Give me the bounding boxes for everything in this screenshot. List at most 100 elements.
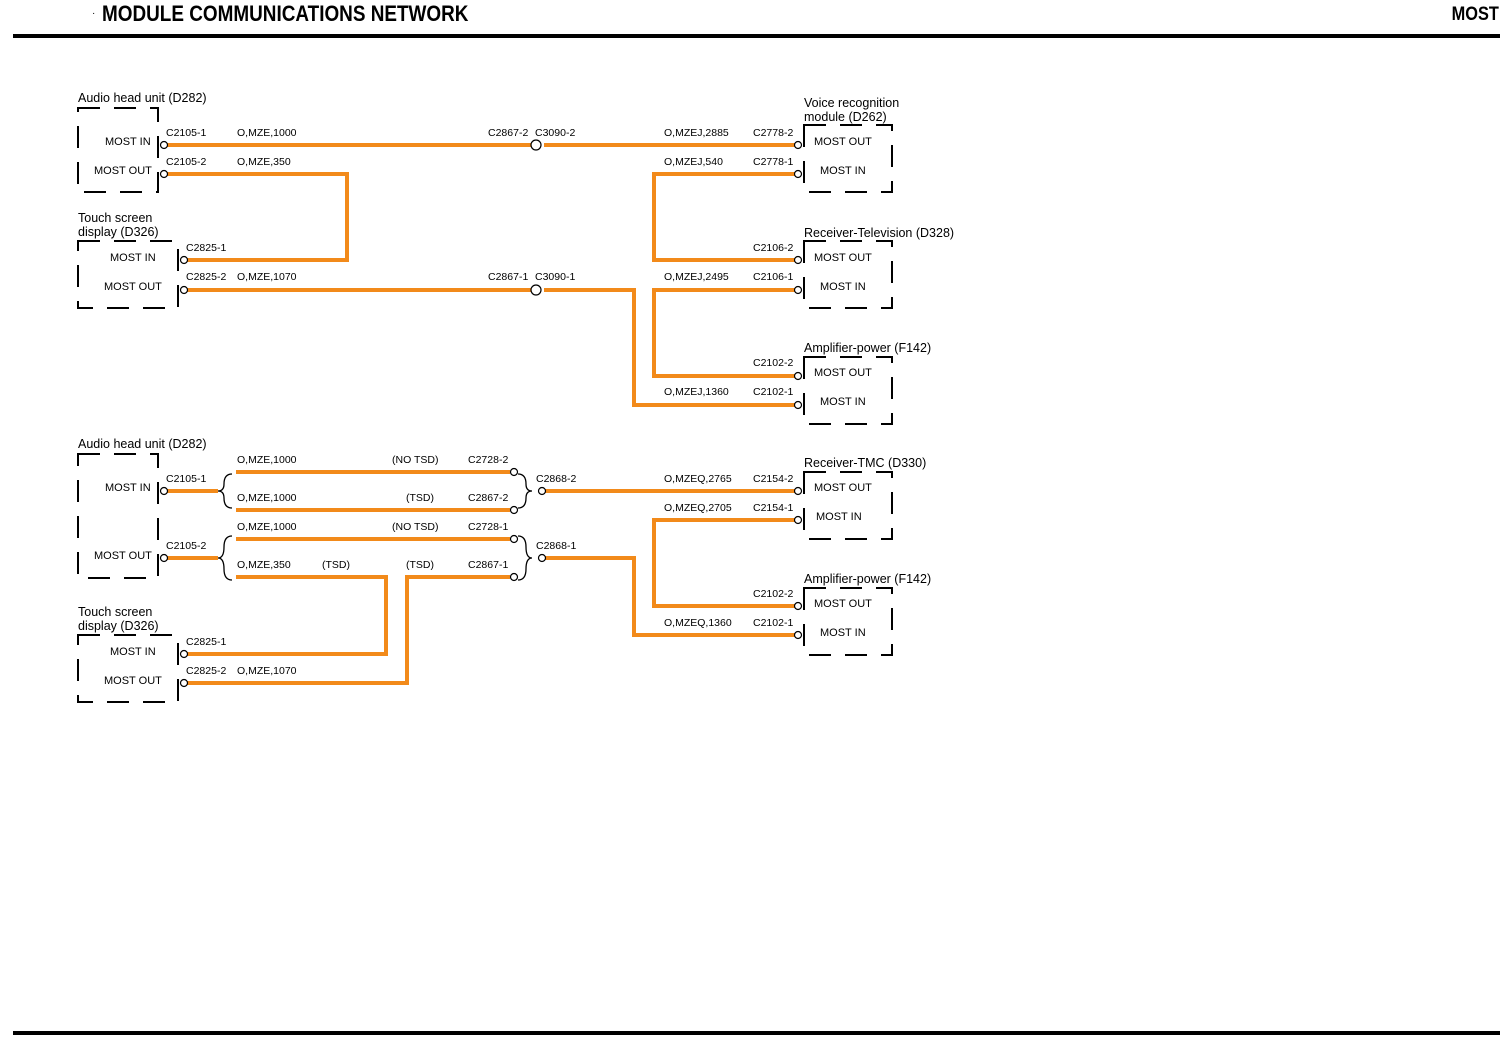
pin-label: MOST OUT: [814, 482, 872, 494]
module-title: Amplifier-power (F142): [804, 341, 931, 355]
pin-label: MOST IN: [820, 396, 866, 408]
pin-label: MOST IN: [820, 281, 866, 293]
connector-label: C2105-2: [166, 540, 206, 552]
connector-label: C2102-2: [753, 588, 793, 600]
wire-label: O,MZE,1070: [237, 665, 297, 677]
pin-label: MOST IN: [820, 165, 866, 177]
module-title: display (D326): [78, 619, 159, 633]
option-brace-icon: [217, 535, 233, 581]
option-brace-icon: [217, 473, 233, 509]
pin-terminal-icon: [793, 371, 803, 381]
wire-label: O,MZE,1000: [237, 127, 297, 139]
pin-label: MOST IN: [110, 252, 156, 264]
pin-label: MOST IN: [820, 627, 866, 639]
wire-ahu-out-to-ts-in: [162, 172, 349, 262]
connector-label: C2867-1: [488, 271, 528, 283]
module-title: Amplifier-power (F142): [804, 572, 931, 586]
touch-screen-box: [77, 240, 179, 309]
connector-label: C2867-2: [468, 492, 508, 504]
pin-terminal-icon: [179, 285, 189, 295]
wire-label: O,MZEQ,1360: [664, 617, 732, 629]
pin-terminal-icon: [159, 553, 169, 563]
module-title: Voice recognition: [804, 96, 899, 110]
pin-label: MOST IN: [110, 646, 156, 658]
page-header: · MODULE COMMUNICATIONS NETWORK MOST: [0, 0, 1505, 41]
pin-label: MOST OUT: [104, 281, 162, 293]
connector-label: C2106-2: [753, 242, 793, 254]
connector-label: C2106-1: [753, 271, 793, 283]
pin-terminal-icon: [793, 255, 803, 265]
audio-head-unit-box: [77, 107, 159, 193]
inline-connector-icon: [530, 284, 542, 296]
connector-label: C2868-2: [536, 473, 576, 485]
pin-terminal-icon: [793, 140, 803, 150]
option-label: (TSD): [322, 559, 350, 571]
connector-label: C2728-2: [468, 454, 508, 466]
audio-head-unit-box: [77, 453, 159, 579]
title-bullet: ·: [92, 8, 96, 19]
wire-label: O,MZEQ,2705: [664, 502, 732, 514]
pin-terminal-icon: [793, 169, 803, 179]
voice-recognition-box: [803, 124, 893, 193]
pin-terminal-icon: [793, 400, 803, 410]
pin-label: MOST OUT: [104, 675, 162, 687]
touch-screen-box: [77, 634, 179, 703]
pin-label: MOST IN: [105, 136, 151, 148]
connector-label: C2728-1: [468, 521, 508, 533]
connector-label: C2867-2: [488, 127, 528, 139]
pin-terminal-icon: [179, 678, 189, 688]
pin-terminal-icon: [509, 534, 519, 544]
wire-label: O,MZEJ,2495: [664, 271, 729, 283]
module-title: Receiver-TMC (D330): [804, 456, 926, 470]
module-title: Receiver-Television (D328): [804, 226, 954, 240]
amplifier-power-box: [803, 356, 893, 425]
wire-label: O,MZE,350: [237, 559, 291, 571]
pin-label: MOST OUT: [814, 367, 872, 379]
connector-label: C2105-1: [166, 127, 206, 139]
receiver-television-box: [803, 240, 893, 309]
connector-label: C2867-1: [468, 559, 508, 571]
connector-label: C2778-1: [753, 156, 793, 168]
pin-terminal-icon: [537, 553, 547, 563]
pin-terminal-icon: [509, 572, 519, 582]
wire-label: O,MZE,1000: [237, 492, 297, 504]
connector-label: C2778-2: [753, 127, 793, 139]
wire-amp-in: [544, 556, 800, 637]
connector-label: C3090-1: [535, 271, 575, 283]
pin-terminal-icon: [509, 505, 519, 515]
pin-terminal-icon: [509, 467, 519, 477]
pin-terminal-icon: [159, 169, 169, 179]
module-title: Touch screen: [78, 211, 152, 225]
pin-terminal-icon: [179, 649, 189, 659]
pin-terminal-icon: [159, 140, 169, 150]
pin-label: MOST OUT: [814, 252, 872, 264]
wire-label: O,MZEQ,2765: [664, 473, 732, 485]
pin-terminal-icon: [793, 486, 803, 496]
wire-label: O,MZEJ,1360: [664, 386, 729, 398]
pin-terminal-icon: [793, 285, 803, 295]
pin-terminal-icon: [793, 630, 803, 640]
page-title: MODULE COMMUNICATIONS NETWORK: [102, 1, 469, 26]
module-title: module (D262): [804, 110, 887, 124]
pin-terminal-icon: [793, 515, 803, 525]
pin-label: MOST OUT: [814, 598, 872, 610]
option-brace-icon: [517, 535, 533, 581]
option-label: (NO TSD): [392, 454, 438, 466]
module-title: display (D326): [78, 225, 159, 239]
bottom-diagram: Audio head unit (D282) Touch screen disp…: [77, 437, 931, 703]
pin-label: MOST IN: [816, 511, 862, 523]
connector-label: C2102-2: [753, 357, 793, 369]
module-title: Audio head unit (D282): [78, 91, 207, 105]
option-label: (TSD): [406, 559, 434, 571]
connector-label: C2825-2: [186, 271, 226, 283]
wire-label: O,MZEJ,2885: [664, 127, 729, 139]
wire-label: O,MZEJ,540: [664, 156, 723, 168]
connector-label: C2825-1: [186, 636, 226, 648]
connector-label: C2825-1: [186, 242, 226, 254]
wire-label: O,MZE,350: [237, 156, 291, 168]
module-title: Audio head unit (D282): [78, 437, 207, 451]
option-brace-icon: [517, 473, 533, 509]
wire-tv-in-to-amp-out: [652, 288, 800, 378]
pin-terminal-icon: [793, 601, 803, 611]
